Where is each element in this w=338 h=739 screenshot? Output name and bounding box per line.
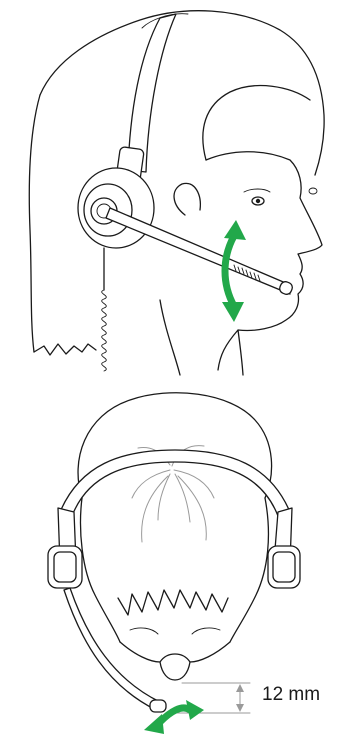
eyebrow [244,189,270,192]
neck-front [238,330,243,375]
nose [160,654,190,680]
pupil-near [256,199,260,203]
hair-fringe [118,590,228,615]
hair-outline [40,11,324,175]
cheek-right [190,642,230,662]
boom-arm [106,208,290,294]
headset-side-view-icon [0,0,338,380]
head-left-side [81,498,120,642]
hairline [203,86,310,160]
headband-top-view [60,450,290,516]
eye-far [309,188,317,194]
speaker-left [54,552,76,582]
back-of-head [29,95,40,352]
dimension-label: 12 mm [262,684,320,706]
microphone-tip-top [150,700,166,712]
ear [174,183,200,215]
collar-edge [34,344,96,355]
head-outline [78,393,272,498]
boom-arm-top-view [64,588,160,710]
coiled-cable [102,290,107,371]
speaker-right [273,552,295,582]
brow-right [192,628,220,634]
head-right-side [230,498,268,642]
cheek-left [120,642,160,662]
brow-left [130,628,158,634]
neck-back [160,300,180,375]
headset-side-view-illustration [0,0,338,380]
